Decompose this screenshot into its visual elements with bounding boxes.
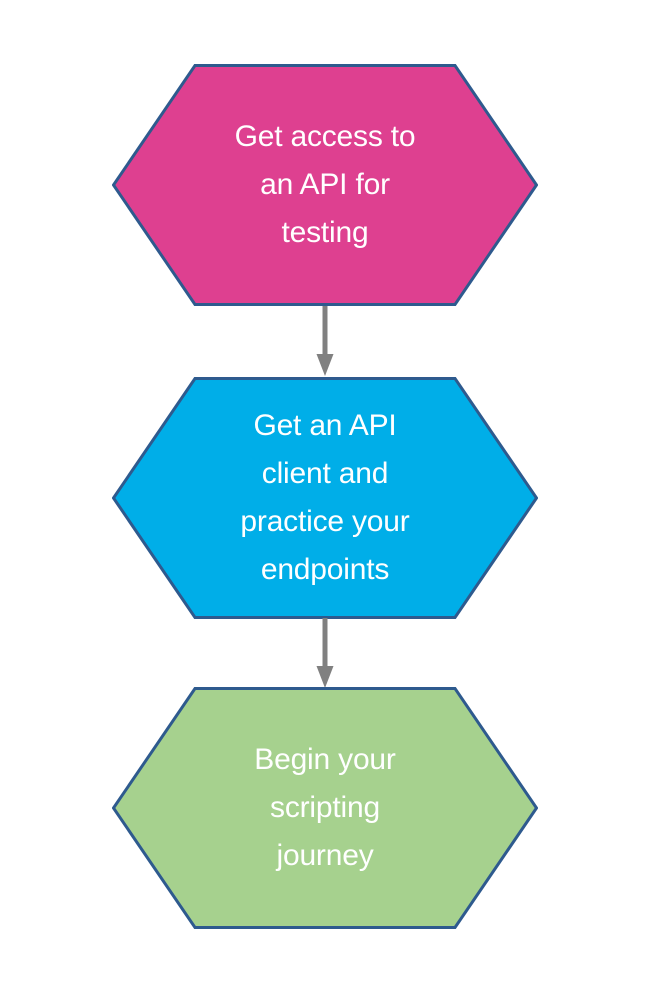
flowchart-connector-node1-to-node2 xyxy=(306,306,344,377)
flowchart-connector-node2-to-node3 xyxy=(306,618,344,689)
hexagon-shape-icon xyxy=(112,377,538,619)
arrow-down-icon xyxy=(316,306,334,376)
hexagon-shape-icon xyxy=(112,64,538,306)
flowchart-node-get-an-api-client-and-practice-your-endpoints[interactable]: Get an API client and practice your endp… xyxy=(112,377,538,619)
flowchart-node-begin-your-scripting-journey[interactable]: Begin your scripting journey xyxy=(112,687,538,929)
flowchart-node-get-access-to-an-api-for-testing[interactable]: Get access to an API for testing xyxy=(112,64,538,306)
hexagon-shape-icon xyxy=(112,687,538,929)
arrow-down-icon xyxy=(316,618,334,688)
